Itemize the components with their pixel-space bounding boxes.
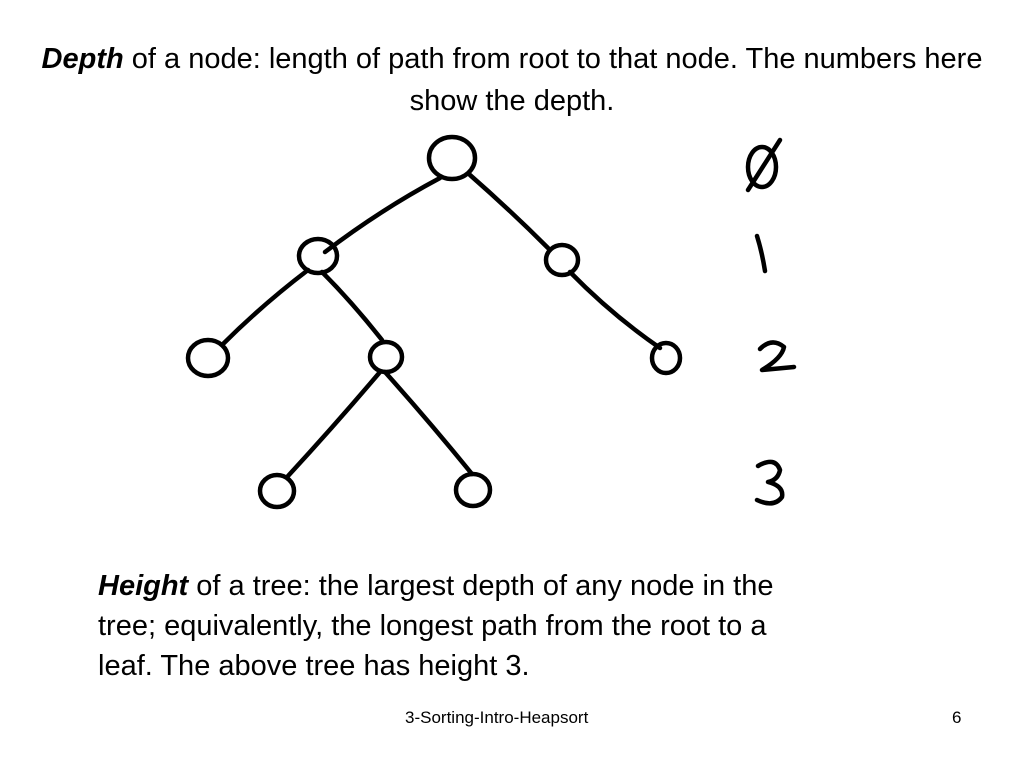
title-term: Depth bbox=[41, 43, 124, 75]
edge-right-rightleaf bbox=[567, 269, 663, 351]
edge-mid-bottomright bbox=[382, 369, 475, 477]
depth-label-1 bbox=[754, 233, 768, 274]
definition-term: Height bbox=[98, 570, 189, 602]
depth-label-2 bbox=[757, 340, 797, 373]
tree-node-depth2-left bbox=[185, 337, 231, 379]
depth-label-0 bbox=[745, 137, 783, 193]
tree-node-depth1-right bbox=[543, 242, 581, 278]
tree-node-depth2-middle bbox=[367, 339, 405, 375]
tree-node-root bbox=[426, 134, 478, 182]
tree-node-depth1-left bbox=[296, 236, 340, 276]
edge-left-leftleaf bbox=[219, 267, 311, 348]
footer-page-number: 6 bbox=[952, 708, 962, 727]
definition-text: of a tree: the largest depth of any node… bbox=[98, 570, 774, 682]
height-definition: Height of a tree: the largest depth of a… bbox=[98, 566, 818, 686]
tree-node-depth3-left bbox=[257, 472, 297, 510]
edge-left-mid bbox=[319, 269, 385, 343]
edge-root-right bbox=[467, 172, 551, 251]
tree-node-depth2-right bbox=[649, 340, 683, 376]
edge-root-left bbox=[322, 175, 443, 255]
edge-mid-bottomleft bbox=[285, 369, 383, 479]
footer-deck-name: 3-Sorting-Intro-Heapsort bbox=[405, 708, 589, 727]
title-text: of a node: length of path from root to t… bbox=[123, 43, 983, 117]
slide-title: Depth of a node: length of path from roo… bbox=[40, 38, 984, 122]
tree-node-depth3-right bbox=[453, 471, 493, 509]
depth-label-3 bbox=[754, 459, 785, 506]
